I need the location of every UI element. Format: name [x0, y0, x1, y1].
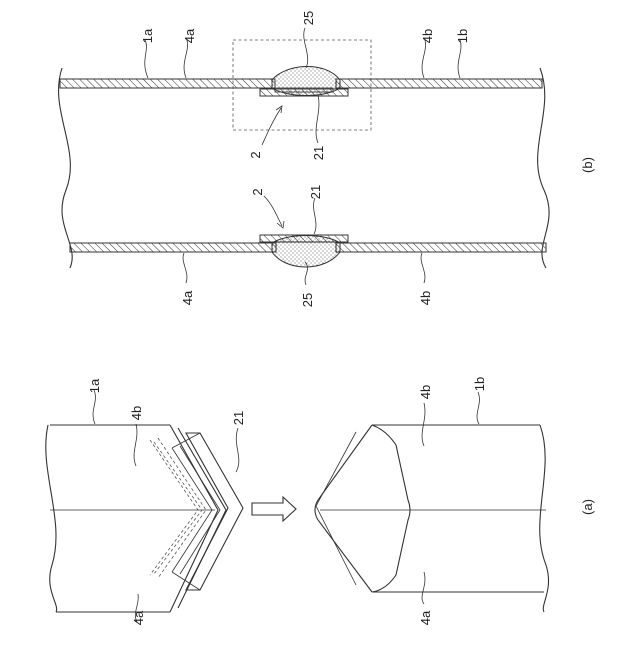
- tube-1a-left-break: [46, 425, 57, 612]
- label-21-bottom: 21: [308, 185, 323, 199]
- leader-25-top: [304, 28, 308, 68]
- plate-21-top: [260, 89, 348, 96]
- caption-a: (a): [580, 499, 595, 515]
- label-4a-top: 4a: [182, 28, 197, 43]
- plate-21-tie-bottom: [172, 572, 200, 590]
- label-1a-a: 1a: [87, 378, 102, 393]
- plate-21-bottom: [260, 235, 348, 242]
- wall-4a-bottom: [70, 243, 276, 252]
- label-21-a: 21: [231, 411, 246, 425]
- break-line-left-b: [59, 68, 73, 268]
- wall-4b-top: [336, 79, 542, 88]
- label-2-bottom: 2: [250, 188, 265, 195]
- label-4b-left: 4b: [129, 406, 144, 420]
- leader-21-a: [236, 428, 239, 472]
- label-1b-a: 1b: [472, 377, 487, 391]
- label-4b-bottom: 4b: [418, 291, 433, 305]
- wall-4a-top: [60, 79, 275, 88]
- leader-4b-top: [422, 40, 426, 78]
- label-4b-right: 4b: [418, 385, 433, 399]
- leader-1a-a: [93, 390, 95, 424]
- leader-4b-left: [134, 424, 137, 466]
- label-4a-right: 4a: [418, 610, 433, 625]
- tube-1b-end-bevel: [372, 425, 410, 592]
- leader-4a-right: [422, 572, 425, 604]
- leader-2-top: [262, 108, 281, 145]
- leader-1b-a: [477, 392, 479, 424]
- figure-b: 1a 4a 25 4b 1b 2 21 2 21 4a 25 4b (b): [59, 11, 595, 307]
- weld-seam-dashed-outer: [150, 440, 198, 575]
- label-4a-bottom: 4a: [180, 290, 195, 305]
- break-line-right-b: [538, 68, 549, 268]
- weld-seam-dashed-mid: [154, 442, 202, 574]
- label-21-top: 21: [311, 146, 326, 160]
- leader-21-top: [316, 95, 319, 143]
- tube-1b-end-face: [315, 425, 372, 592]
- label-4a-left: 4a: [131, 610, 146, 625]
- label-1b-b: 1b: [455, 29, 470, 43]
- tube-1b-right-break: [540, 425, 549, 612]
- right-arrow-icon: [252, 497, 296, 521]
- leader-2-bottom: [264, 196, 282, 226]
- label-2-top: 2: [248, 151, 263, 158]
- label-4b-top: 4b: [420, 29, 435, 43]
- leader-4b-bottom: [421, 253, 425, 283]
- leader-1a-b: [145, 40, 148, 78]
- tube-1a-end-face: [170, 425, 218, 612]
- label-25-bottom: 25: [300, 293, 315, 307]
- leader-4a-top: [184, 40, 188, 78]
- leader-1b-b: [458, 40, 461, 78]
- leader-21-bottom: [314, 198, 316, 234]
- leader-4a-bottom: [183, 253, 187, 283]
- label-1a-b: 1a: [140, 28, 155, 43]
- wall-4b-bottom: [336, 243, 546, 252]
- label-25-top: 25: [301, 11, 316, 25]
- caption-b: (b): [580, 157, 595, 173]
- figure-a: 1a 4b 21 4a 4b 1b 4a (a): [46, 377, 595, 625]
